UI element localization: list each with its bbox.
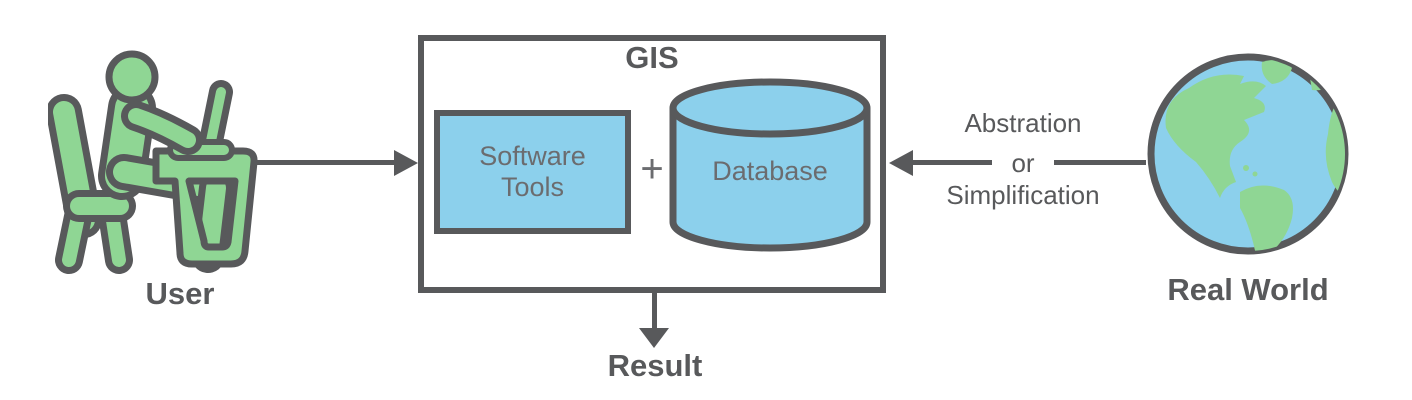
abstraction-label: Abstration (964, 108, 1082, 138)
result-label: Result (607, 348, 703, 383)
gis-to-result-arrow-line (652, 290, 657, 330)
simplification-label: Simplification (946, 180, 1100, 210)
person-at-computer-icon (48, 50, 258, 274)
user-to-gis-arrow-line (254, 160, 400, 165)
or-label-chip: or (992, 147, 1054, 179)
user-to-gis-arrowhead-icon (394, 150, 418, 176)
software-tools-box: Software Tools (434, 110, 631, 234)
software-tools-label-line2: Tools (500, 172, 565, 202)
plus-sign: + (640, 146, 664, 191)
real-world-label: Real World (1167, 272, 1329, 307)
database-label: Database (712, 156, 828, 186)
globe-icon (1147, 53, 1349, 255)
software-tools-label-line1: Software (479, 140, 586, 171)
database-cylinder-icon (669, 78, 871, 252)
user-label: User (145, 276, 215, 311)
gis-to-result-arrowhead-icon (639, 328, 669, 348)
gis-title: GIS (625, 40, 679, 75)
or-label: or (1011, 147, 1035, 178)
